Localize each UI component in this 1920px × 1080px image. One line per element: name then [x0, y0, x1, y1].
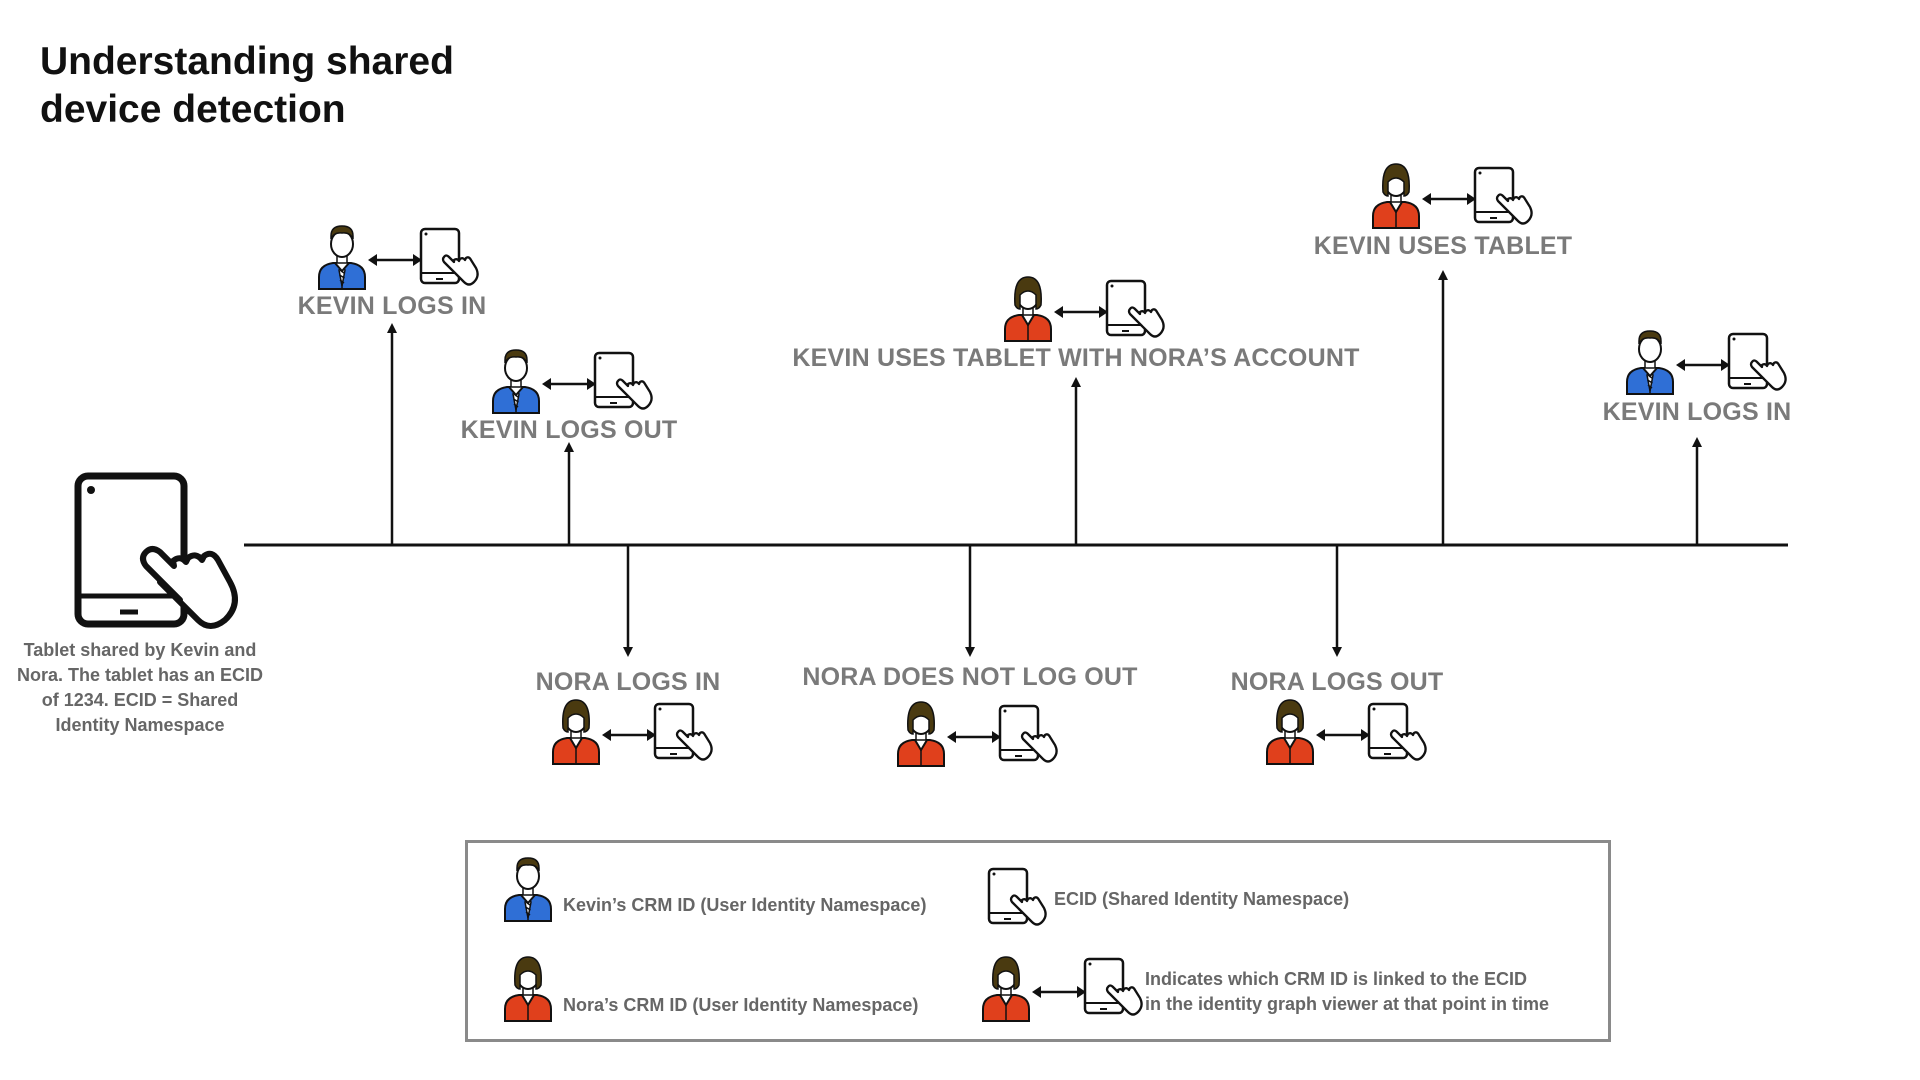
- title-line-2: device detection: [40, 88, 346, 131]
- ev5-person-icon: [1004, 276, 1052, 342]
- caption-line-2: Nora. The tablet has an ECID: [16, 665, 264, 685]
- event-label-kevin-logs-in: KEVIN LOGS IN: [297, 292, 487, 320]
- event-label-kevin-uses-tablet-with-noras-account: KEVIN USES TABLET WITH NORA’S ACCOUNT: [792, 344, 1360, 372]
- page-title: Understanding shared device detection: [40, 38, 454, 134]
- legend-nora-text: Nora’s CRM ID (User Identity Namespace): [563, 995, 919, 1015]
- ev2-tablet-icon: [593, 351, 653, 410]
- title-line-1: Understanding shared: [40, 40, 454, 83]
- ev8-tablet-icon: [1727, 332, 1787, 391]
- caption-line-1: Tablet shared by Kevin and: [23, 640, 257, 660]
- legend-nora-person: [504, 956, 552, 1022]
- ev3-person-icon: [552, 699, 600, 765]
- ev7-tablet-icon: [1473, 166, 1533, 225]
- legend-link-person: [982, 956, 1030, 1022]
- ev6-tablet-icon: [1367, 702, 1427, 761]
- event-label-kevin-uses-tablet: KEVIN USES TABLET: [1313, 232, 1573, 260]
- ev4-person-icon: [897, 701, 945, 767]
- event-label-kevin-logs-in-again: KEVIN LOGS IN: [1602, 398, 1792, 426]
- ev2-person-icon: [492, 349, 540, 414]
- shared-tablet-icon: [74, 472, 238, 629]
- legend-link-text-line-2: in the identity graph viewer at that poi…: [1145, 994, 1550, 1014]
- caption-line-3: of 1234. ECID = Shared: [41, 690, 239, 710]
- event-arrows: [387, 270, 1702, 657]
- ev6-person-icon: [1266, 699, 1314, 765]
- ev5-tablet-icon: [1105, 279, 1165, 338]
- ev4-link-arrow-icon: [947, 731, 1001, 743]
- ev3-tablet-icon: [653, 702, 713, 761]
- legend-ecid-tablet: [987, 867, 1047, 926]
- device-caption: Tablet shared by Kevin and Nora. The tab…: [10, 638, 270, 738]
- ev5-link-arrow-icon: [1054, 306, 1108, 318]
- ev1-link-arrow-icon: [368, 254, 422, 266]
- ev4-tablet-icon: [998, 704, 1058, 763]
- legend-kevin-person: [504, 857, 552, 922]
- legend-link-arrow: [1032, 986, 1086, 998]
- ev2-link-arrow-icon: [542, 378, 596, 390]
- event-label-nora-logs-out: NORA LOGS OUT: [1230, 668, 1444, 696]
- event-label-kevin-logs-out: KEVIN LOGS OUT: [460, 416, 678, 444]
- ev8-person-icon: [1626, 330, 1674, 395]
- ev3-link-arrow-icon: [602, 729, 656, 741]
- ev8-link-arrow-icon: [1676, 359, 1730, 371]
- ev7-person-icon: [1372, 163, 1420, 229]
- legend-link-tablet: [1083, 957, 1143, 1016]
- ev7-link-arrow-icon: [1422, 193, 1476, 205]
- legend-kevin-text: Kevin’s CRM ID (User Identity Namespace): [563, 895, 927, 915]
- event-label-nora-logs-in: NORA LOGS IN: [535, 668, 721, 696]
- ev1-person-icon: [318, 225, 366, 290]
- caption-line-4: Identity Namespace: [55, 715, 225, 735]
- ev6-link-arrow-icon: [1316, 729, 1370, 741]
- legend-ecid-text: ECID (Shared Identity Namespace): [1054, 889, 1350, 909]
- legend-link-text-line-1: Indicates which CRM ID is linked to the …: [1145, 969, 1528, 989]
- event-label-nora-does-not-log-out: NORA DOES NOT LOG OUT: [802, 663, 1138, 691]
- ev1-tablet-icon: [419, 227, 479, 286]
- legend: Kevin’s CRM ID (User Identity Namespace)…: [465, 840, 1611, 1042]
